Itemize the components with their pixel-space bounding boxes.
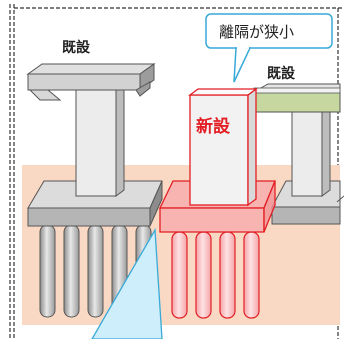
existing-column-right <box>291 109 323 197</box>
existing-pier-left <box>26 63 163 318</box>
new-column <box>189 94 249 206</box>
existing-pier-right <box>252 83 344 225</box>
existing-left-label: 既設 <box>62 39 91 56</box>
callout-text: 離隔が狭小 <box>219 23 294 41</box>
existing-right-label: 既設 <box>267 65 296 82</box>
new-structure-label: 新設 <box>196 116 231 137</box>
new-pier <box>158 87 276 319</box>
callout-bubble <box>205 13 333 83</box>
existing-girder-left <box>26 63 156 75</box>
new-piles <box>171 231 260 319</box>
